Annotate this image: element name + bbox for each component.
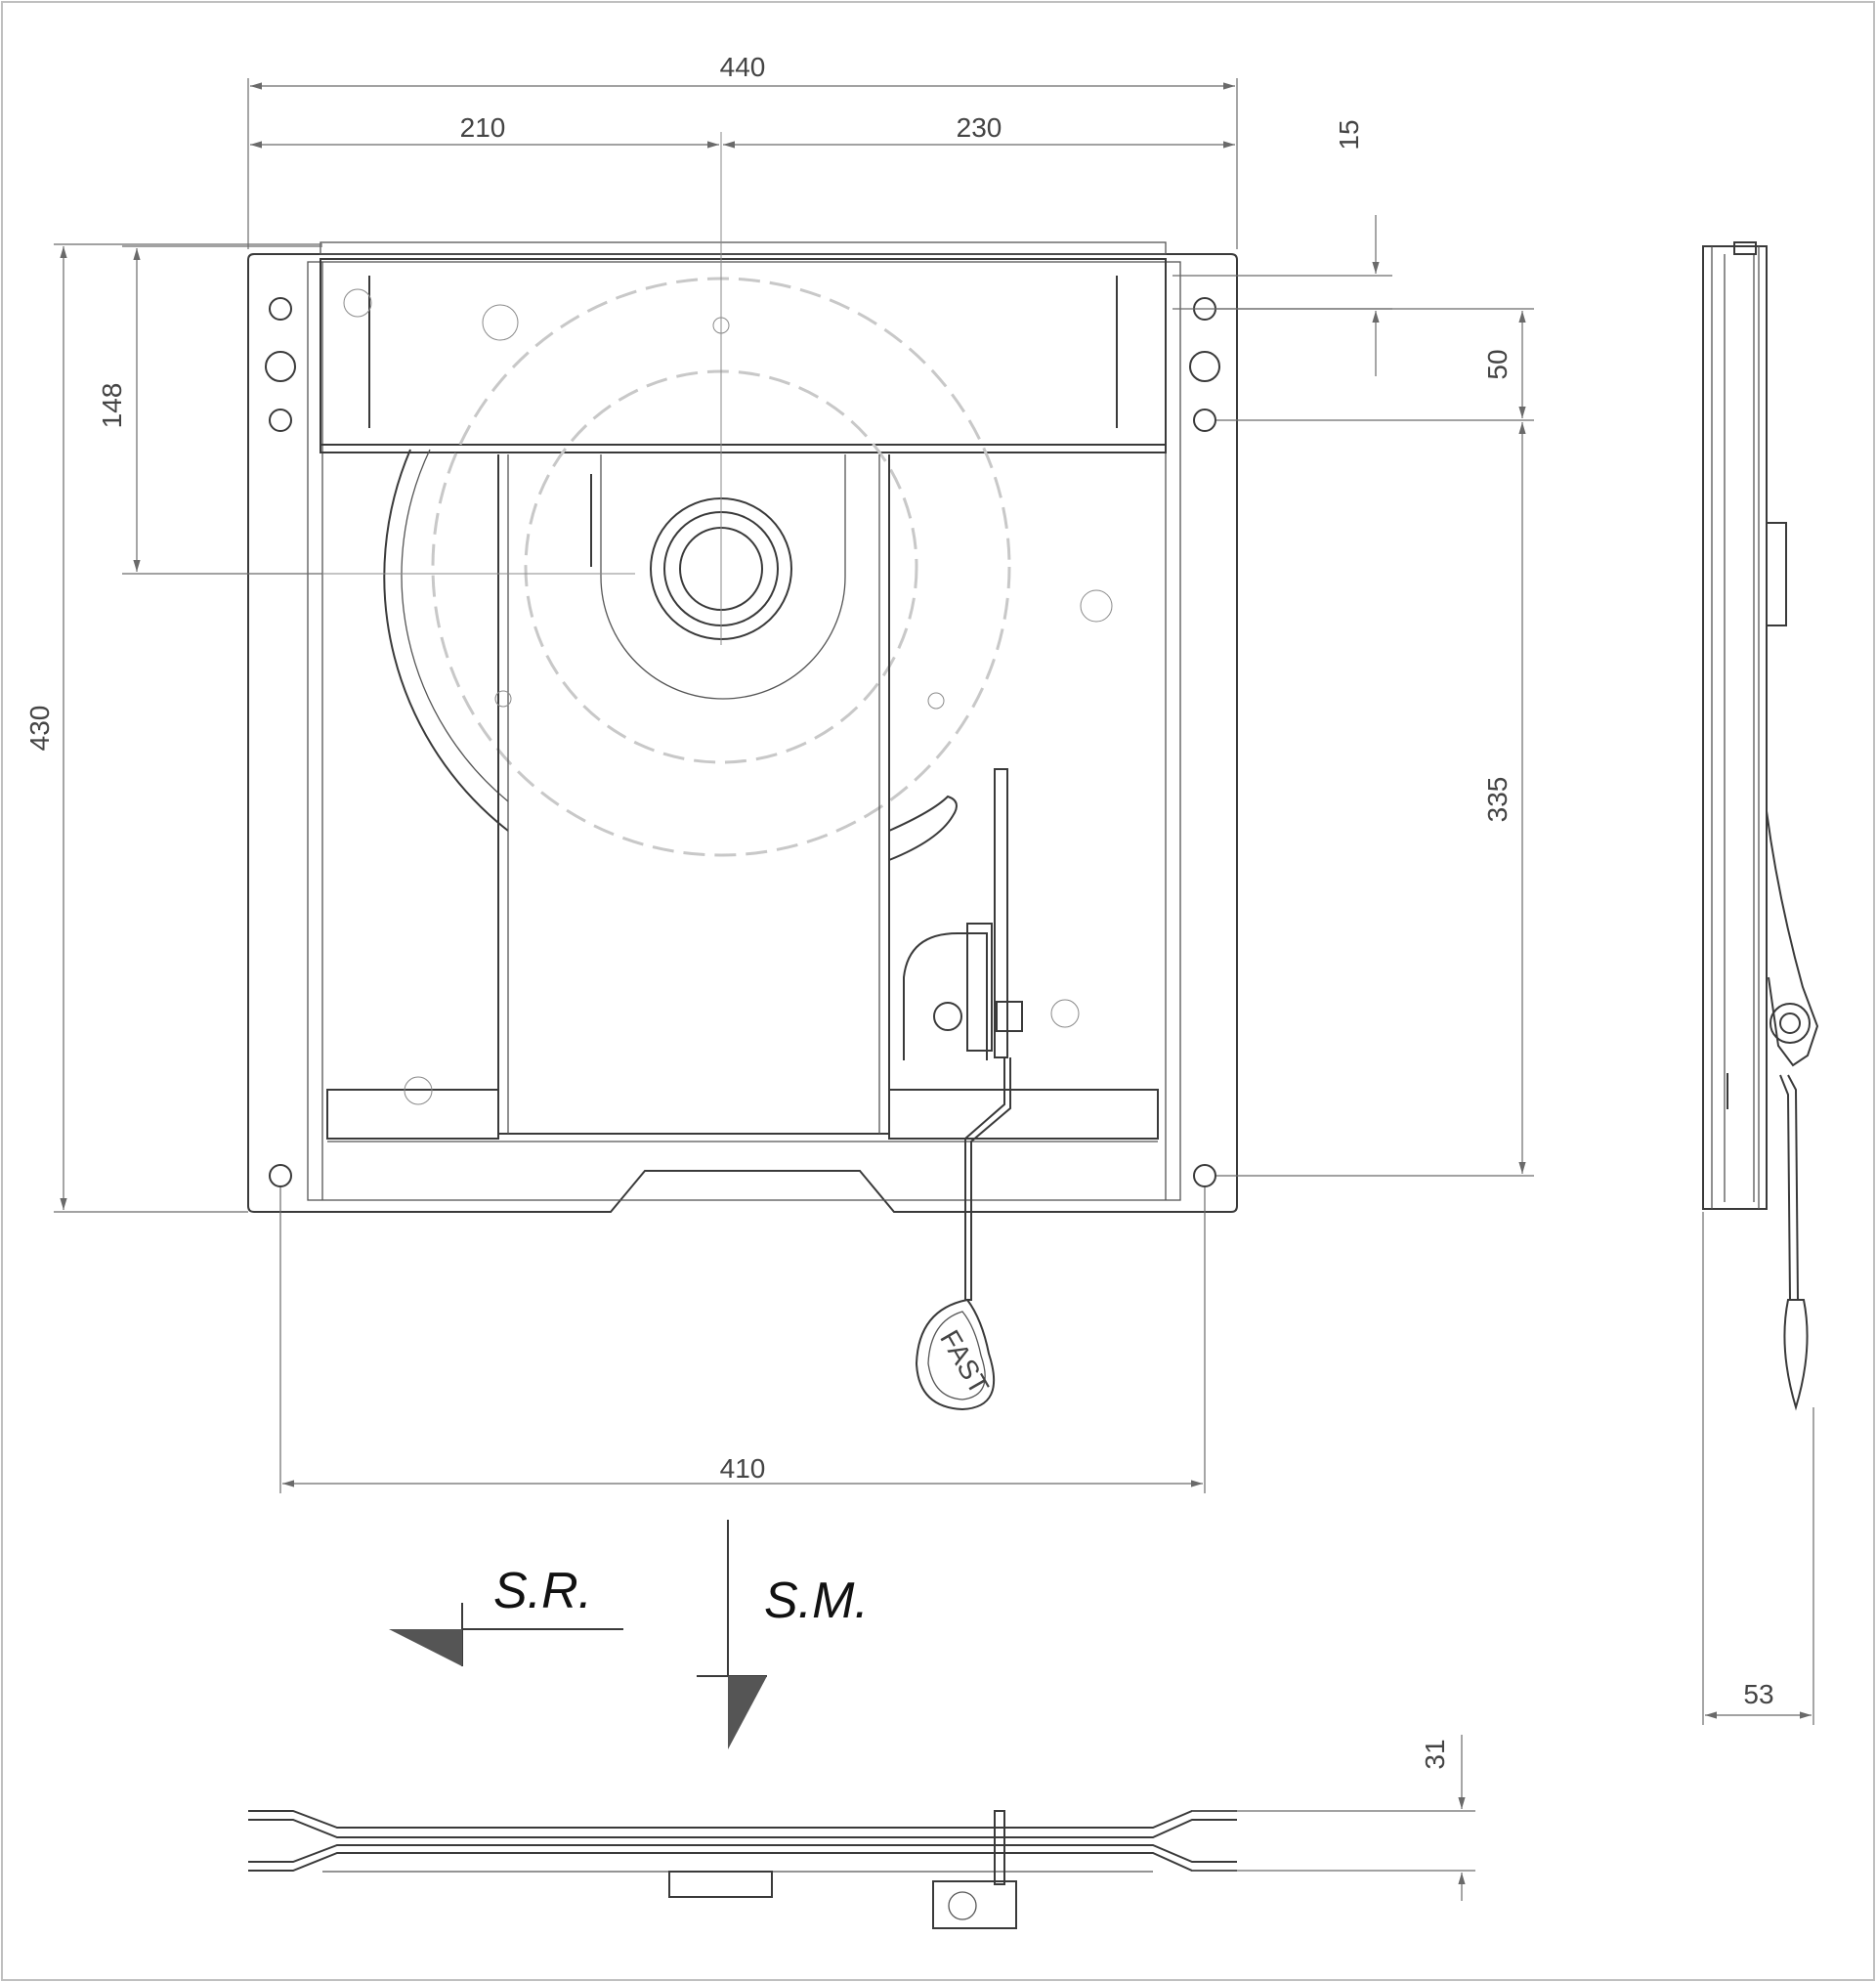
dim-410-label: 410 bbox=[720, 1453, 766, 1484]
side-pivot-outer bbox=[1769, 1003, 1811, 1044]
dim-230-label: 230 bbox=[957, 112, 1002, 143]
front-center-boss bbox=[668, 1871, 773, 1898]
side-pivot-inner bbox=[1779, 1013, 1801, 1034]
rivet-1 bbox=[343, 288, 372, 318]
rivet-7 bbox=[404, 1076, 433, 1105]
top-view: FAST bbox=[127, 132, 1238, 1411]
dim-15-label: 15 bbox=[1334, 119, 1364, 150]
dim-31-label: 31 bbox=[1420, 1739, 1450, 1769]
sm-label: S.M. bbox=[764, 1573, 869, 1629]
rivet-2 bbox=[482, 304, 519, 341]
lever-block bbox=[966, 923, 993, 1052]
hole-tl-2 bbox=[265, 351, 296, 382]
rivet-5 bbox=[927, 692, 945, 710]
side-lever-arm bbox=[1766, 810, 1819, 1067]
side-lever-tip bbox=[1783, 1299, 1809, 1411]
lever-bolt bbox=[933, 1002, 962, 1031]
lever-handle bbox=[915, 1298, 996, 1411]
front-lever-post bbox=[994, 1810, 1005, 1885]
dim-148-label: 148 bbox=[97, 383, 127, 429]
dim-335-label: 335 bbox=[1482, 777, 1513, 823]
top-lip bbox=[320, 241, 1167, 255]
lever-nut bbox=[996, 1001, 1023, 1032]
hole-tl-1 bbox=[269, 297, 292, 321]
dim-50-label: 50 bbox=[1482, 349, 1513, 379]
rivet-6 bbox=[1050, 999, 1080, 1028]
swivel-arc-inner bbox=[401, 449, 509, 802]
hole-tr-3 bbox=[1193, 409, 1216, 432]
side-clip bbox=[1766, 522, 1787, 626]
sm-hatched-triangle bbox=[728, 1676, 767, 1749]
base-plate-outline bbox=[247, 253, 1238, 1213]
side-body-outer bbox=[1702, 245, 1768, 1210]
front-view bbox=[248, 1810, 1237, 1929]
center-slide-plate bbox=[497, 454, 890, 1135]
bottom-rail-left bbox=[326, 1089, 499, 1140]
front-plate-upper bbox=[248, 1810, 1237, 1829]
dim-440-label: 440 bbox=[720, 52, 766, 82]
handle-logo: FAST bbox=[934, 1325, 995, 1400]
side-lever-down bbox=[1779, 1074, 1800, 1301]
front-lever-block bbox=[932, 1880, 1017, 1929]
hole-bl bbox=[269, 1164, 292, 1187]
front-plate-lower bbox=[248, 1844, 1237, 1863]
sr-hatched-triangle bbox=[389, 1629, 462, 1666]
hole-tl-3 bbox=[269, 409, 292, 432]
dimensions: 440 210 230 15 50 148 430 335 bbox=[24, 52, 1814, 1901]
dim-430-label: 430 bbox=[24, 706, 55, 752]
inner-frame bbox=[307, 261, 1181, 1201]
sr-label: S.R. bbox=[493, 1563, 592, 1619]
lever-rod bbox=[964, 1057, 1011, 1301]
mounting-holes bbox=[265, 288, 1220, 1187]
front-plate-upper-2 bbox=[248, 1819, 1237, 1838]
side-view bbox=[1702, 241, 1819, 1411]
hole-br bbox=[1193, 1164, 1216, 1187]
rivet-8 bbox=[494, 690, 512, 708]
swivel-arc-outer bbox=[383, 449, 509, 832]
sr-symbol: S.R. bbox=[389, 1563, 623, 1666]
top-plate-box bbox=[320, 258, 1167, 453]
front-lever-nut bbox=[948, 1891, 977, 1920]
front-plate-lower-2 bbox=[248, 1852, 1237, 1872]
rivet-4 bbox=[1080, 589, 1113, 623]
lever-bracket bbox=[903, 932, 988, 1060]
dim-53-label: 53 bbox=[1743, 1679, 1773, 1709]
adjust-slot bbox=[888, 795, 958, 861]
sm-symbol: S.M. bbox=[697, 1520, 869, 1749]
hole-tr-2 bbox=[1189, 351, 1220, 382]
center-plate-cutout bbox=[600, 454, 846, 700]
bottom-rail-right bbox=[888, 1089, 1159, 1140]
lever-handle-grip bbox=[927, 1311, 986, 1400]
dim-210-label: 210 bbox=[460, 112, 506, 143]
lever-bar bbox=[994, 768, 1008, 1058]
side-top-cap bbox=[1733, 241, 1757, 255]
